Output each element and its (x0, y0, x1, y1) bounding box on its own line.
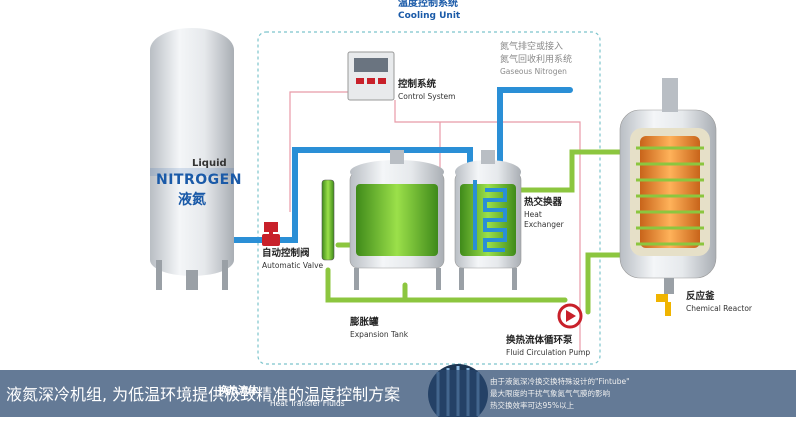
tank-liquid-label: Liquid (192, 158, 227, 169)
cooling-unit-title-en: Cooling Unit (398, 11, 461, 21)
heat-exchanger-label-en1: Heat (524, 210, 542, 219)
gas-out-label-line2: 氮气回收利用系统 (500, 55, 573, 65)
fluid-label-en: Heat Transfer Fluids (270, 399, 345, 408)
chemical-reactor (619, 78, 717, 316)
tank-cn-label: 液氮 (178, 192, 206, 208)
fintube-note-line2: 最大限度的干扰气象氮气气膜的影响 (490, 389, 610, 398)
fintube-note-line3: 热交换效率可达95%以上 (490, 401, 575, 410)
reactor-label-en: Chemical Reactor (686, 304, 753, 313)
reactor-label: 反应釜 (686, 291, 715, 302)
gas-out-label-line1: 氮气排空或接入 (500, 42, 564, 52)
circulation-pump (557, 303, 583, 329)
caption-bar (0, 370, 796, 417)
fluid-pipes (325, 149, 633, 315)
automatic-valve (262, 222, 280, 246)
expansion-tank-label: 膨胀罐 (350, 317, 379, 328)
cooling-unit-boundary (257, 31, 601, 365)
tank-nitrogen-label: NITROGEN (156, 172, 242, 188)
pump-label-en: Fluid Circulation Pump (506, 348, 591, 357)
expansion-tank-label-en: Expansion Tank (350, 330, 409, 339)
heat-exchanger (454, 150, 522, 290)
auto-valve-label-en: Automatic Valve (262, 261, 324, 270)
control-cabinet (347, 51, 395, 101)
heat-exchanger-label-en2: Exchanger (524, 220, 564, 229)
filter-column (321, 179, 335, 261)
pump-label: 换热流体循环泵 (506, 335, 573, 346)
image-caption: 液氮深冷机组, 为低温环境提供极致精准的温度控制方案 (6, 385, 401, 404)
auto-valve-label: 自动控制阀 (262, 248, 310, 259)
control-system-label: 控制系统 (398, 79, 437, 90)
heat-exchanger-label: 热交换器 (524, 197, 563, 208)
liquid-nitrogen-tank (150, 28, 234, 290)
fintube-note-line1: 由于液氮深冷换交换特殊设计的"Fintube" (490, 377, 630, 386)
expansion-tank (349, 150, 445, 290)
control-system-label-en: Control System (398, 92, 456, 101)
fluid-label: 换热流体 (218, 386, 258, 397)
gas-out-label-en: Gaseous Nitrogen (500, 67, 567, 76)
cooling-unit-title-cn: 温度控制系统 (398, 0, 458, 9)
